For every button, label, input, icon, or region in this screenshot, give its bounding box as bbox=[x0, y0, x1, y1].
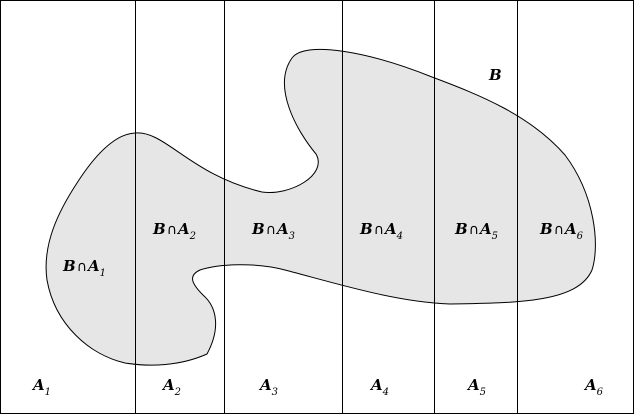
intersection-label-3: B∩A3 bbox=[251, 220, 295, 242]
intersection-label-4: B∩A4 bbox=[359, 220, 403, 242]
set-b-label: B bbox=[488, 66, 502, 84]
set-b-region bbox=[45, 48, 596, 366]
intersection-label-1: B∩A1 bbox=[62, 257, 106, 279]
partition-label-a1: A1 bbox=[31, 376, 51, 398]
intersection-label-2: B∩A2 bbox=[152, 220, 196, 242]
intersection-label-6: B∩A6 bbox=[539, 220, 584, 242]
intersection-label-5: B∩A5 bbox=[454, 220, 498, 242]
partition-label-a2: A2 bbox=[161, 376, 181, 398]
partition-label-a6: A6 bbox=[583, 376, 604, 398]
partition-label-a3: A3 bbox=[258, 376, 278, 398]
partition-label-a4: A4 bbox=[369, 376, 389, 398]
partition-label-a5: A5 bbox=[466, 376, 486, 398]
